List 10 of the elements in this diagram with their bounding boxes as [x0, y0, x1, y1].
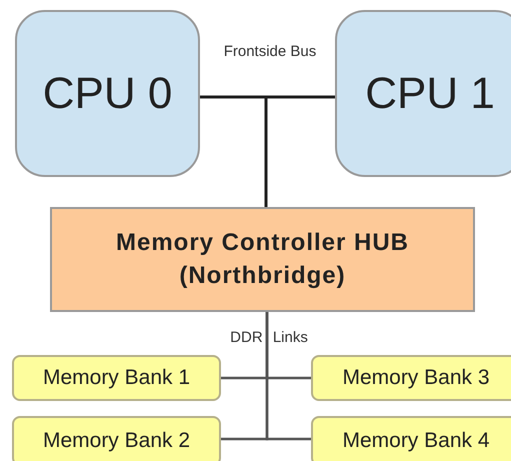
- link-label: DDR Links: [229, 330, 309, 346]
- memory-bank-box: Memory Bank 4: [311, 416, 511, 461]
- connector-line: [264, 96, 335, 207]
- memory-bank-box: Memory Bank 3: [311, 355, 511, 401]
- cpu-box: CPU 0: [15, 10, 200, 177]
- memory-bank-box: Memory Bank 2: [12, 416, 221, 461]
- connector-line: [266, 312, 311, 440]
- cpu-box: CPU 1: [335, 10, 511, 177]
- memory-bank-box: Memory Bank 1: [12, 355, 221, 401]
- controller-box: Memory Controller HUB (Northbridge): [50, 207, 475, 312]
